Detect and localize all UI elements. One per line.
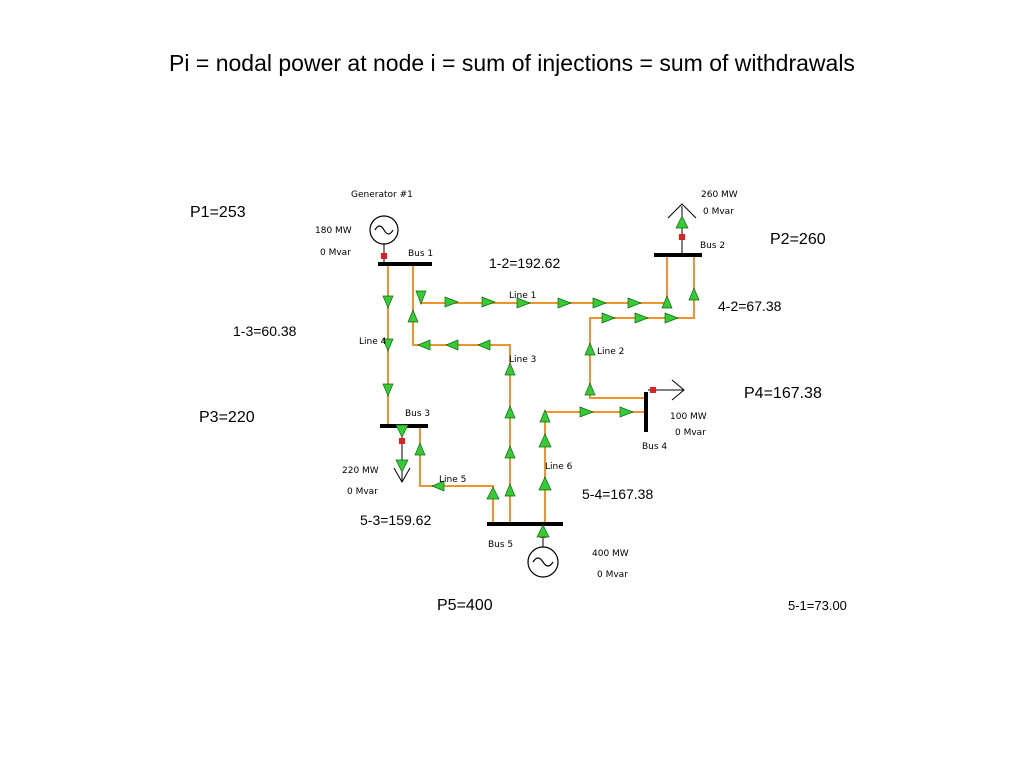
flow-1-2: 1-2=192.62	[489, 255, 561, 271]
line-6-label: Line 6	[545, 462, 573, 472]
flow-4-2: 4-2=67.38	[718, 298, 782, 314]
load-3-symbol	[393, 424, 411, 484]
nodal-power-p2: P2=260	[770, 231, 826, 248]
load-2-mvar: 0 Mvar	[703, 207, 734, 217]
load-3-mw: 220 MW	[342, 466, 379, 476]
bus-5	[487, 522, 563, 526]
flow-5-4: 5-4=167.38	[582, 486, 654, 502]
generator-1-symbol	[369, 215, 399, 262]
line-2-flow-arrows	[584, 287, 700, 396]
bus-2	[654, 253, 702, 257]
line-1	[420, 256, 668, 304]
load-2-symbol	[667, 203, 697, 253]
line-5-label: Line 5	[439, 475, 466, 485]
flow-5-3: 5-3=159.62	[360, 512, 432, 528]
line-1-label: Line 1	[509, 291, 536, 301]
generator-5-symbol	[527, 524, 559, 578]
nodal-power-p5: P5=400	[437, 597, 493, 614]
line-4-flow-arrows	[382, 295, 394, 397]
generator-1-mw: 180 MW	[315, 226, 352, 236]
flow-1-3: 1-3=60.38	[233, 323, 297, 339]
nodal-power-p1: P1=253	[190, 204, 246, 221]
line-2	[589, 256, 695, 399]
line-4-label: Line 4	[359, 337, 387, 347]
generator-1-mvar: 0 Mvar	[320, 248, 351, 258]
generator-5-mvar: 0 Mvar	[597, 570, 628, 580]
bus-3-label: Bus 3	[405, 409, 430, 419]
line-5-flow-arrows	[414, 442, 500, 500]
nodal-power-p3: P3=220	[199, 409, 255, 426]
page-title: Pi = nodal power at node i = sum of inje…	[169, 50, 855, 76]
load-4-mw: 100 MW	[670, 412, 707, 422]
bus-5-label: Bus 5	[488, 540, 513, 550]
bus-4-label: Bus 4	[642, 442, 667, 452]
load-3-mvar: 0 Mvar	[347, 487, 378, 497]
load-4-symbol	[648, 379, 685, 401]
line-2-label: Line 2	[597, 347, 624, 357]
bus-4	[644, 392, 648, 432]
line-1-flow-arrows	[415, 290, 673, 309]
flow-5-1: 5-1=73.00	[788, 598, 847, 613]
line-3-label: Line 3	[509, 355, 536, 365]
generator-5-mw: 400 MW	[592, 549, 629, 559]
generator-1-name: Generator #1	[351, 190, 413, 200]
line-5	[419, 428, 494, 524]
bus-1-label: Bus 1	[408, 249, 433, 259]
bus-2-label: Bus 2	[700, 241, 725, 251]
line-3	[412, 264, 511, 524]
load-4-mvar: 0 Mvar	[675, 428, 706, 438]
bus-1	[378, 262, 432, 266]
line-6-flow-arrows	[538, 406, 634, 491]
line-3-flow-arrows	[407, 309, 516, 497]
load-2-mw: 260 MW	[701, 190, 738, 200]
nodal-power-p4: P4=167.38	[744, 385, 822, 402]
